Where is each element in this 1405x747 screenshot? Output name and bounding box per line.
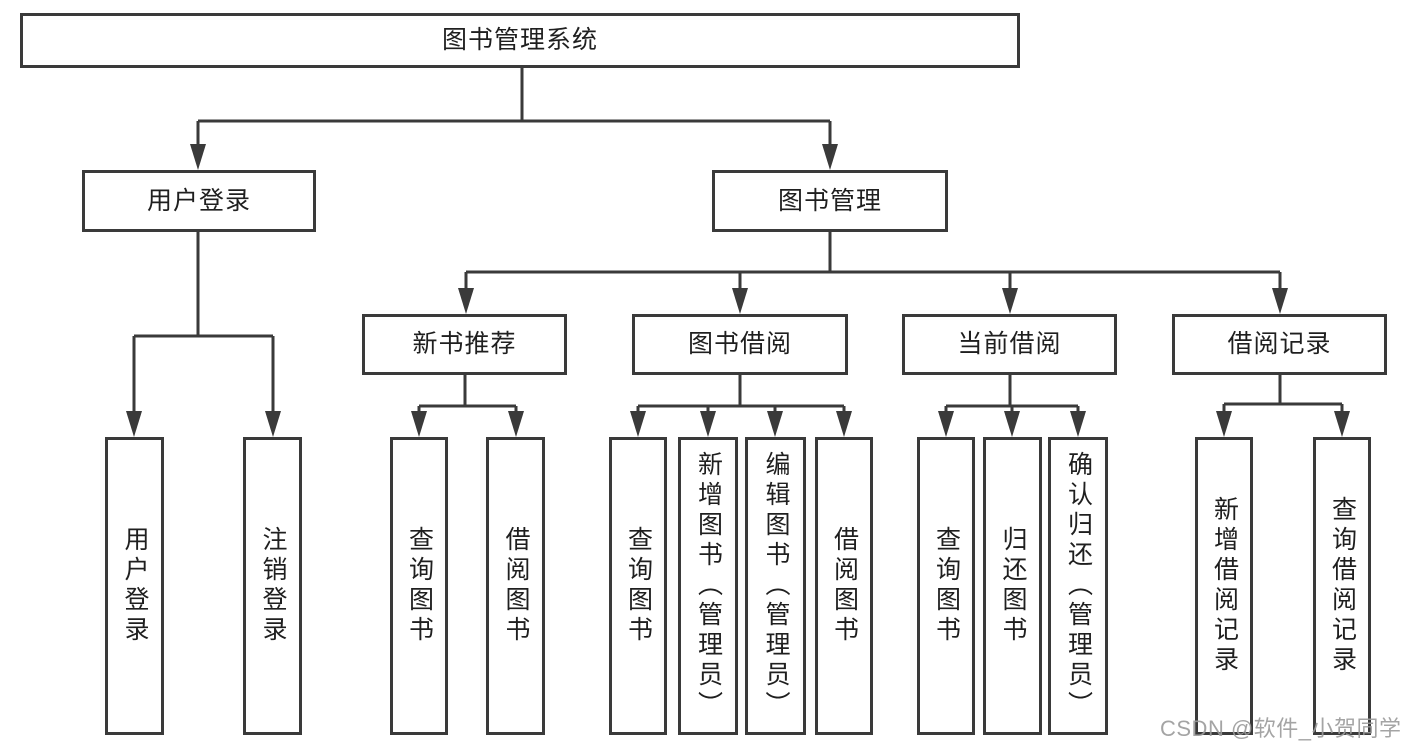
node-leaf-query-borrow-record: 查询借阅记录 [1313, 437, 1371, 735]
csdn-watermark: CSDN @软件_小贺同学 [1160, 716, 1402, 741]
node-user-login: 用户登录 [82, 170, 316, 232]
node-leaf-add-book-admin: 新增图书（管理员） [678, 437, 738, 735]
node-leaf-borrow-book-b: 借阅图书 [815, 437, 873, 735]
node-new-book-recommend: 新书推荐 [362, 314, 567, 375]
node-leaf-add-borrow-record: 新增借阅记录 [1195, 437, 1253, 735]
node-borrow-record: 借阅记录 [1172, 314, 1387, 375]
node-leaf-query-book-a: 查询图书 [390, 437, 448, 735]
node-leaf-edit-book-admin: 编辑图书（管理员） [745, 437, 806, 735]
node-leaf-borrow-book-a: 借阅图书 [486, 437, 545, 735]
node-root: 图书管理系统 [20, 13, 1020, 68]
node-current-borrow: 当前借阅 [902, 314, 1117, 375]
node-leaf-query-book-c: 查询图书 [917, 437, 975, 735]
node-leaf-confirm-return-admin: 确认归还（管理员） [1048, 437, 1108, 735]
node-leaf-return-book: 归还图书 [983, 437, 1042, 735]
node-book-management: 图书管理 [712, 170, 948, 232]
node-leaf-user-login: 用户登录 [105, 437, 164, 735]
node-book-borrow: 图书借阅 [632, 314, 848, 375]
node-leaf-logout: 注销登录 [243, 437, 302, 735]
node-leaf-query-book-b: 查询图书 [609, 437, 667, 735]
